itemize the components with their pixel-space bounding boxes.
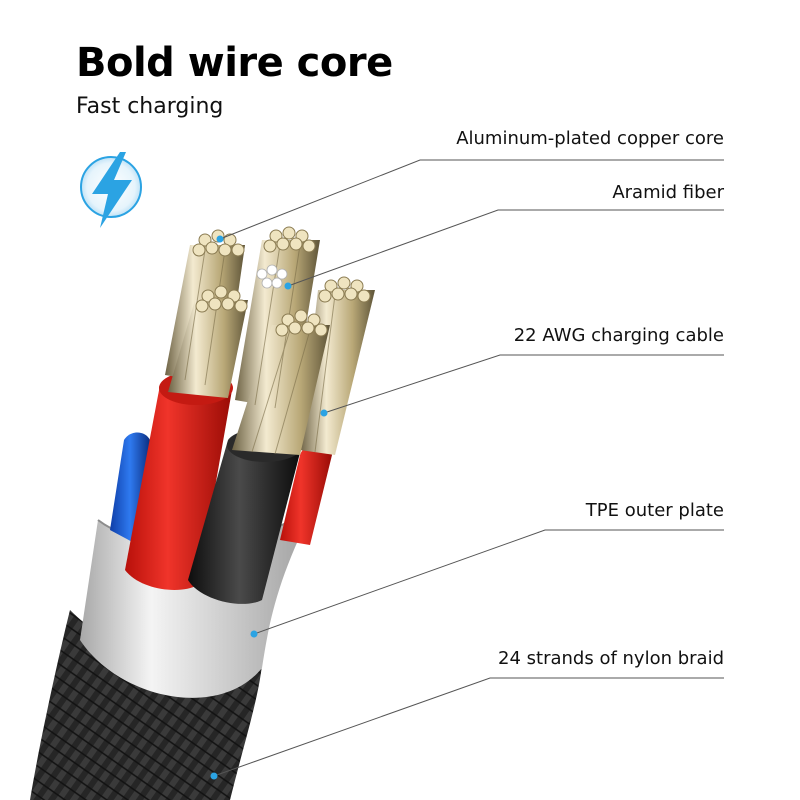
copper-strands — [165, 226, 375, 455]
callout-dots — [210, 235, 328, 780]
callout-charging-cable: 22 AWG charging cable — [513, 325, 724, 346]
aramid-fiber — [256, 264, 288, 289]
callout-nylon-braid: 24 strands of nylon braid — [498, 648, 724, 669]
nylon-braid — [30, 610, 262, 800]
red-wire-right — [280, 443, 332, 545]
callout-tpe-outer-plate: TPE outer plate — [585, 500, 724, 521]
lightning-bolt-icon — [80, 152, 142, 228]
callout-aramid-fiber: Aramid fiber — [612, 182, 724, 203]
page-subtitle: Fast charging — [76, 94, 224, 119]
page-title: Bold wire core — [76, 40, 393, 86]
callout-aluminum-copper-core: Aluminum-plated copper core — [456, 128, 724, 149]
callout-leaders — [213, 159, 724, 777]
